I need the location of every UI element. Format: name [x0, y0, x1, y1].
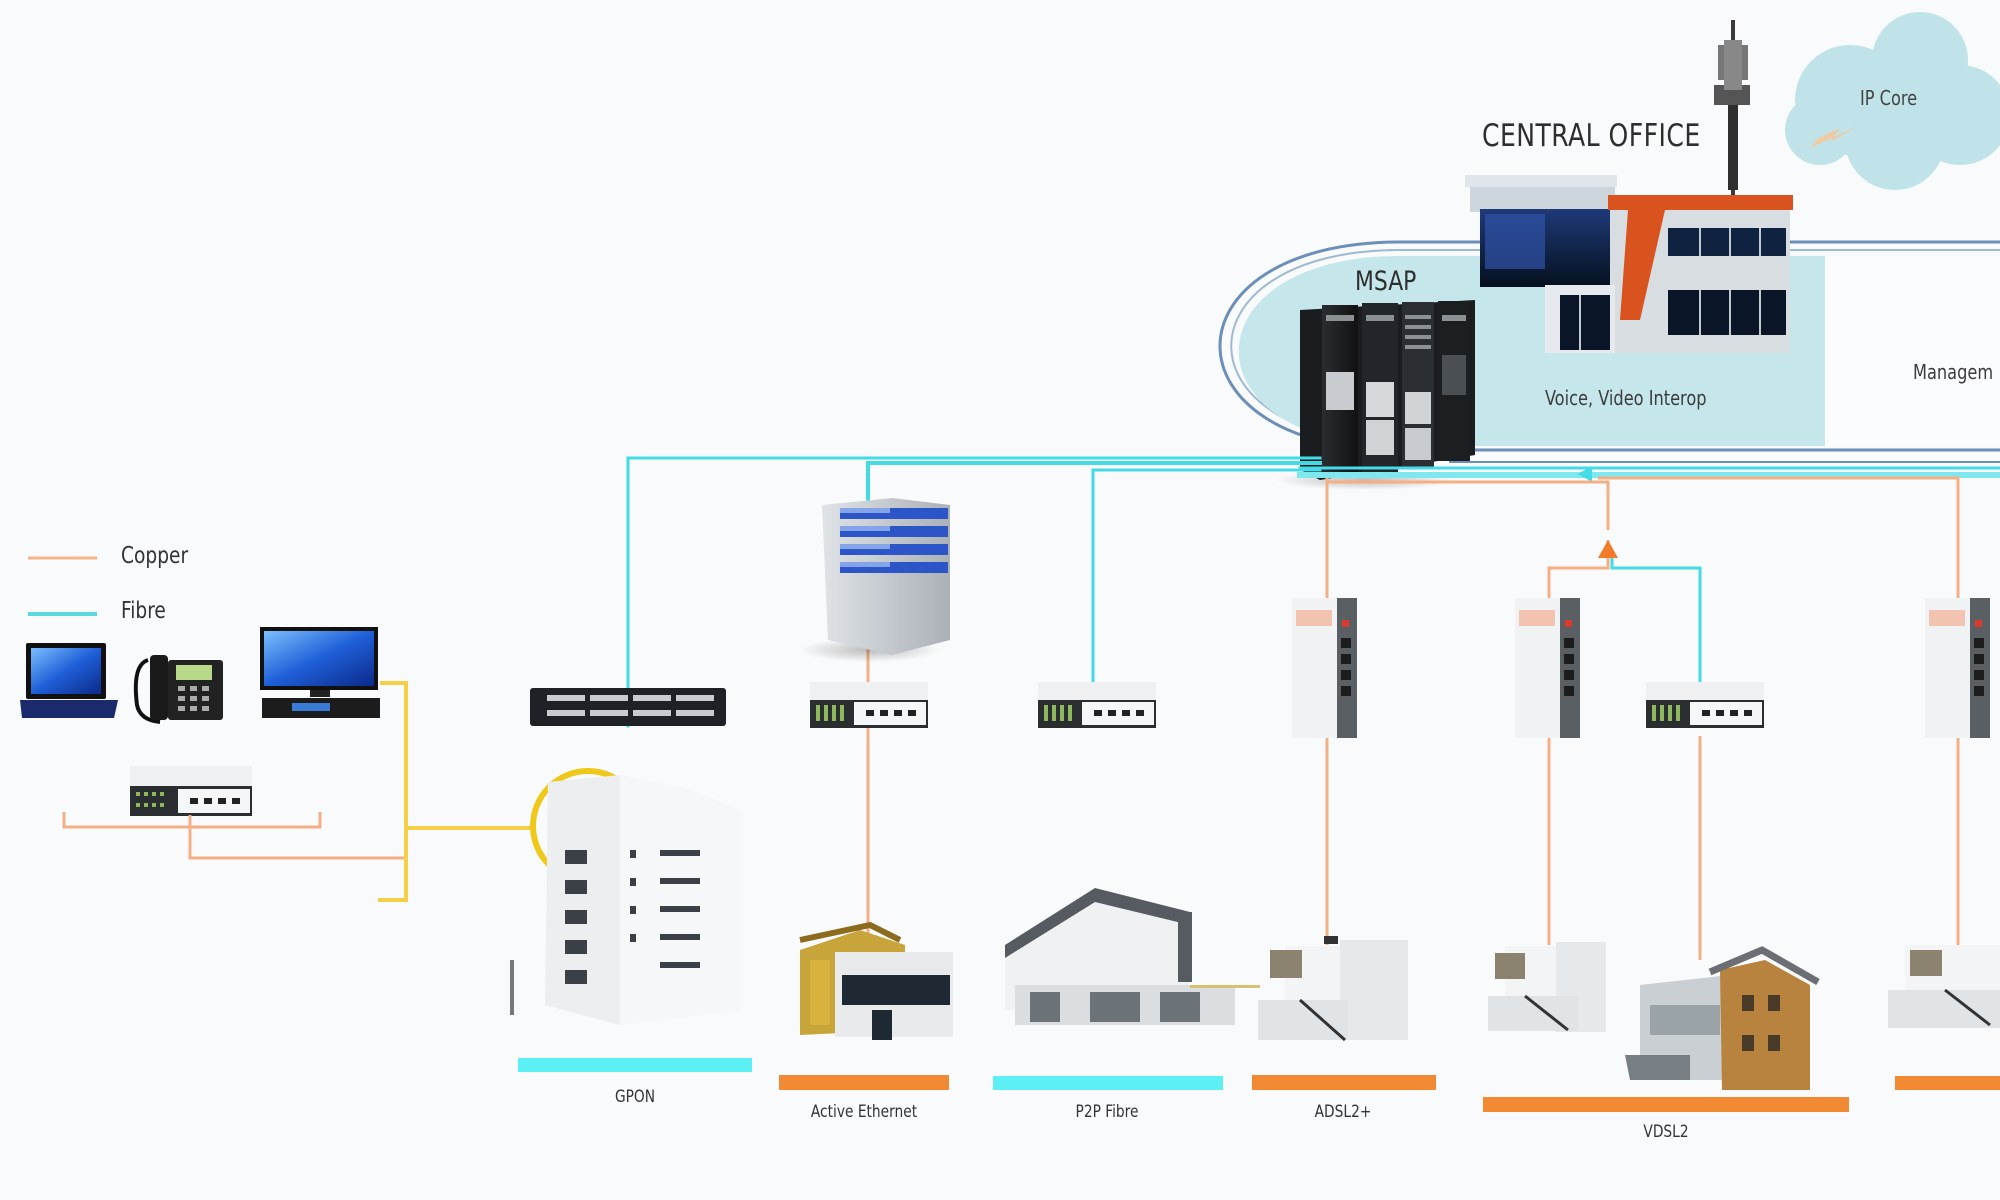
bar-gpon	[518, 1058, 752, 1072]
legend-copper-label: Copper	[121, 543, 189, 569]
building-p2p-icon	[1005, 888, 1260, 1025]
ip-core-cloud	[1785, 12, 2000, 190]
bar-active-ethernet	[779, 1075, 949, 1090]
services-label: Voice, Video Interop	[1545, 386, 1707, 410]
central-office-title: CENTRAL OFFICE	[1482, 118, 1701, 154]
msap-rack-icon	[1275, 300, 1475, 490]
tv-icon	[260, 627, 380, 718]
house-adsl-icon	[1258, 936, 1408, 1042]
tech-label-active-ethernet: Active Ethernet	[810, 1102, 918, 1122]
management-panel	[1825, 256, 2000, 446]
central-office-building	[1465, 175, 1793, 353]
ip-core-label: IP Core	[1860, 86, 1918, 110]
bar-p2p-fibre	[993, 1076, 1223, 1090]
legend	[28, 556, 97, 616]
tech-label-p2p-fibre: P2P Fibre	[1075, 1102, 1139, 1122]
home-drop-link	[378, 681, 530, 902]
house-right-icon	[1888, 945, 2000, 1028]
bar-right	[1895, 1076, 2000, 1090]
copper-link-right	[1598, 476, 1960, 600]
switch-icons	[810, 682, 1764, 728]
legend-fibre-label: Fibre	[121, 598, 166, 624]
fibre-backbone	[626, 456, 2000, 728]
house-active-ethernet-icon	[799, 921, 953, 1040]
dslam-right-icon	[1925, 598, 1990, 738]
splitter-arrow-icon	[1598, 540, 1618, 558]
copper-links	[866, 476, 1960, 960]
apartment-building-icon	[510, 775, 740, 1025]
lightning-link-icon	[1790, 125, 1860, 152]
dslam-icons	[1292, 598, 1990, 738]
patch-panel-icon	[530, 688, 726, 726]
msap-label: MSAP	[1355, 266, 1417, 297]
home-copper-lan	[62, 812, 405, 860]
technology-bars	[518, 1058, 2000, 1112]
tech-label-adsl: ADSL2+	[1314, 1102, 1372, 1122]
house-vdsl-b-icon	[1625, 946, 1820, 1090]
desk-phone-icon	[133, 655, 223, 724]
switch-vdsl-icon	[1646, 682, 1764, 728]
bar-vdsl	[1483, 1097, 1849, 1112]
fibre-link-gpon	[626, 456, 1322, 728]
fibre-arrow-icon	[1578, 466, 1592, 482]
tech-label-vdsl: VDSL2	[1643, 1122, 1689, 1142]
tech-label-gpon: GPON	[614, 1087, 656, 1107]
switch-active-ethernet-icon	[810, 682, 928, 728]
switch-p2p-icon	[1038, 682, 1156, 728]
fibre-link-p2p	[1091, 468, 1322, 702]
house-vdsl-a-icon	[1488, 942, 1606, 1032]
home-gateway-icon	[130, 766, 252, 816]
dslam-adsl-icon	[1292, 598, 1357, 738]
management-label: Managem	[1913, 360, 1994, 384]
fibre-link-active-ethernet	[866, 461, 1322, 504]
buildings	[510, 775, 2000, 1090]
antenna-tower-icon	[1714, 20, 1750, 200]
copper-link-vdsl-a	[1547, 540, 1610, 600]
dslam-vdsl-icon	[1515, 598, 1580, 738]
server-icon	[800, 498, 950, 662]
bar-adsl	[1252, 1075, 1436, 1090]
fibre-link-vdsl	[1610, 555, 1702, 698]
laptop-icon	[20, 643, 118, 718]
